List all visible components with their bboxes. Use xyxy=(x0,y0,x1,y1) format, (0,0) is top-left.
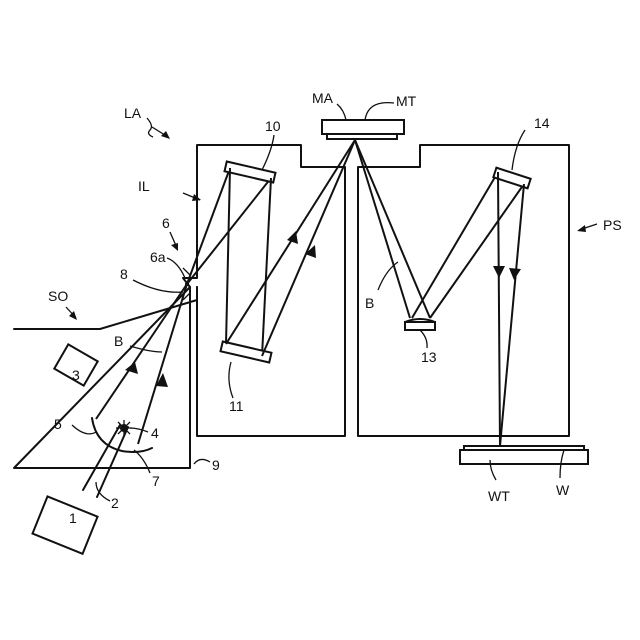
leader-PS-arrowhead xyxy=(577,225,586,232)
leader-14 xyxy=(512,130,525,170)
label-5: 5 xyxy=(54,416,62,432)
illumination-system-housing xyxy=(183,145,345,436)
label-2: 2 xyxy=(111,495,119,511)
leader-10 xyxy=(262,135,274,170)
label-W: W xyxy=(556,482,570,498)
arrow-mirror14-left xyxy=(493,266,505,278)
leader-lines xyxy=(66,103,597,501)
label-IL: IL xyxy=(138,178,150,194)
leader-MT xyxy=(365,103,394,120)
mask-table xyxy=(322,120,404,134)
ray-collector-right xyxy=(138,284,187,444)
label-13: 13 xyxy=(421,349,437,365)
leader-11 xyxy=(229,362,233,398)
ray-mirror13-to-mirror14-left xyxy=(412,172,498,318)
leader-B1 xyxy=(130,346,162,352)
label-LA: LA xyxy=(124,105,142,121)
label-B-source: B xyxy=(114,333,123,349)
leader-9 xyxy=(194,459,210,464)
label-7: 7 xyxy=(152,473,160,489)
leader-13 xyxy=(420,330,427,348)
leader-5 xyxy=(72,425,96,434)
label-10: 10 xyxy=(265,118,281,134)
projection-mirror-13 xyxy=(405,322,435,330)
source-module-housing xyxy=(14,287,197,468)
label-SO: SO xyxy=(48,288,68,304)
leader-MA xyxy=(337,104,346,120)
ray-mirror10-to-mirror11-left xyxy=(226,168,230,344)
leader-6-arrowhead xyxy=(171,243,178,251)
ray-mirror10-to-mirror11-right xyxy=(262,178,271,356)
projection-system-housing xyxy=(358,145,569,436)
label-14: 14 xyxy=(534,115,550,131)
label-6: 6 xyxy=(162,215,170,231)
mask xyxy=(327,134,397,139)
label-B-projection: B xyxy=(365,295,374,311)
ray-mirror14-to-wafer-left xyxy=(498,172,500,446)
label-WT: WT xyxy=(488,488,510,504)
arrow-mirror14-right xyxy=(509,268,521,280)
radiation-source-box xyxy=(33,496,98,553)
label-1: 1 xyxy=(69,510,77,526)
wafer-table xyxy=(460,450,588,464)
ray-mirror14-to-wafer-right xyxy=(500,184,524,446)
ray-collector-left xyxy=(96,284,187,419)
leader-6a xyxy=(167,258,185,278)
leader-LA-arrowhead xyxy=(161,131,170,139)
ray-arrowheads xyxy=(125,231,521,387)
label-3: 3 xyxy=(72,367,80,383)
leader-7 xyxy=(134,450,150,473)
label-MT: MT xyxy=(396,93,417,109)
label-4: 4 xyxy=(151,425,159,441)
ray-mirror13-to-mirror14-right xyxy=(430,184,524,318)
collector-mirror xyxy=(92,418,152,452)
label-8: 8 xyxy=(120,266,128,282)
ray-if-to-mirror10-a xyxy=(187,168,230,284)
facet-field-mirror-10 xyxy=(225,162,276,183)
plasma-star-icon xyxy=(116,420,132,436)
label-11: 11 xyxy=(229,398,244,414)
label-9: 9 xyxy=(212,457,220,473)
label-PS: PS xyxy=(603,217,622,233)
label-MA: MA xyxy=(312,90,334,106)
leader-8 xyxy=(133,280,183,292)
label-6a: 6a xyxy=(150,249,166,265)
leader-4 xyxy=(130,428,148,432)
